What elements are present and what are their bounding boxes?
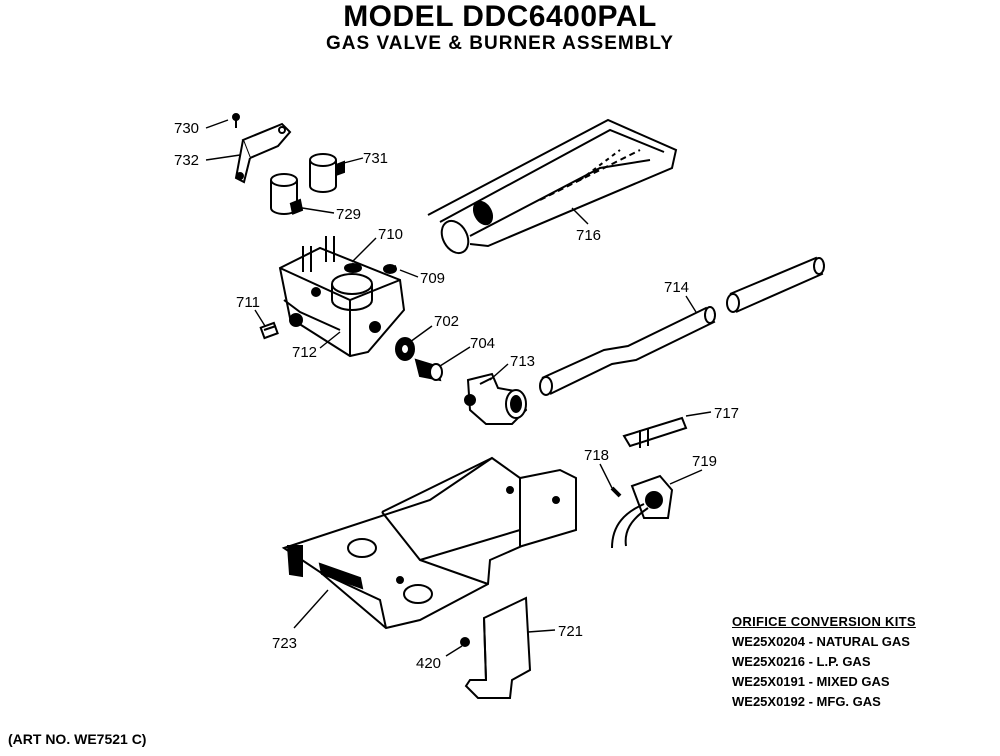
part-729-coil bbox=[270, 173, 304, 215]
part-709-plug bbox=[383, 264, 397, 274]
part-711-fitting bbox=[259, 321, 279, 340]
part-717-igniter bbox=[622, 416, 688, 448]
part-731-coil bbox=[309, 153, 345, 193]
part-712-valve-body bbox=[278, 236, 406, 358]
callout-714: 714 bbox=[664, 279, 689, 296]
callout-717: 717 bbox=[714, 405, 739, 422]
part-702-fitting bbox=[395, 337, 415, 361]
part-730-screw bbox=[232, 113, 240, 128]
part-718-screw bbox=[610, 486, 622, 498]
callout-718: 718 bbox=[584, 447, 609, 464]
part-721-shield bbox=[464, 596, 532, 699]
orifice-kits-heading: ORIFICE CONVERSION KITS bbox=[732, 614, 916, 629]
callout-719: 719 bbox=[692, 453, 717, 470]
callout-716: 716 bbox=[576, 227, 601, 244]
part-716-burner bbox=[427, 118, 678, 255]
page-subtitle: GAS VALVE & BURNER ASSEMBLY bbox=[326, 33, 674, 54]
callout-710: 710 bbox=[378, 226, 403, 243]
callout-712: 712 bbox=[292, 344, 317, 361]
art-number: (ART NO. WE7521 C) bbox=[8, 731, 147, 747]
callout-731: 731 bbox=[363, 150, 388, 167]
callout-713: 713 bbox=[510, 353, 535, 370]
part-tube-upper bbox=[726, 256, 825, 313]
kit-row: WE25X0216 - L.P. GAS bbox=[732, 654, 871, 669]
kit-row: WE25X0204 - NATURAL GAS bbox=[732, 634, 910, 649]
callout-730: 730 bbox=[174, 120, 199, 137]
part-719-sensor bbox=[611, 474, 674, 549]
callout-723: 723 bbox=[272, 635, 297, 652]
callout-732: 732 bbox=[174, 152, 199, 169]
callout-702: 702 bbox=[434, 313, 459, 330]
leader-lines bbox=[205, 119, 712, 657]
part-704-orifice bbox=[414, 358, 443, 382]
callout-704: 704 bbox=[470, 335, 495, 352]
part-723-bracket bbox=[281, 456, 577, 630]
part-732-bracket bbox=[234, 122, 292, 184]
callout-721: 721 bbox=[558, 623, 583, 640]
part-714-tube bbox=[539, 306, 716, 396]
kit-row: WE25X0192 - MFG. GAS bbox=[732, 694, 881, 709]
callout-729: 729 bbox=[336, 206, 361, 223]
kit-row: WE25X0191 - MIXED GAS bbox=[732, 674, 890, 689]
part-713-elbow bbox=[464, 372, 528, 425]
part-420-screw bbox=[460, 637, 470, 647]
callout-420: 420 bbox=[416, 655, 441, 672]
callout-711: 711 bbox=[236, 294, 260, 311]
page-title: MODEL DDC6400PAL bbox=[343, 0, 657, 33]
callout-709: 709 bbox=[420, 270, 445, 287]
orifice-kits-table: ORIFICE CONVERSION KITS WE25X0204 - NATU… bbox=[732, 612, 916, 712]
